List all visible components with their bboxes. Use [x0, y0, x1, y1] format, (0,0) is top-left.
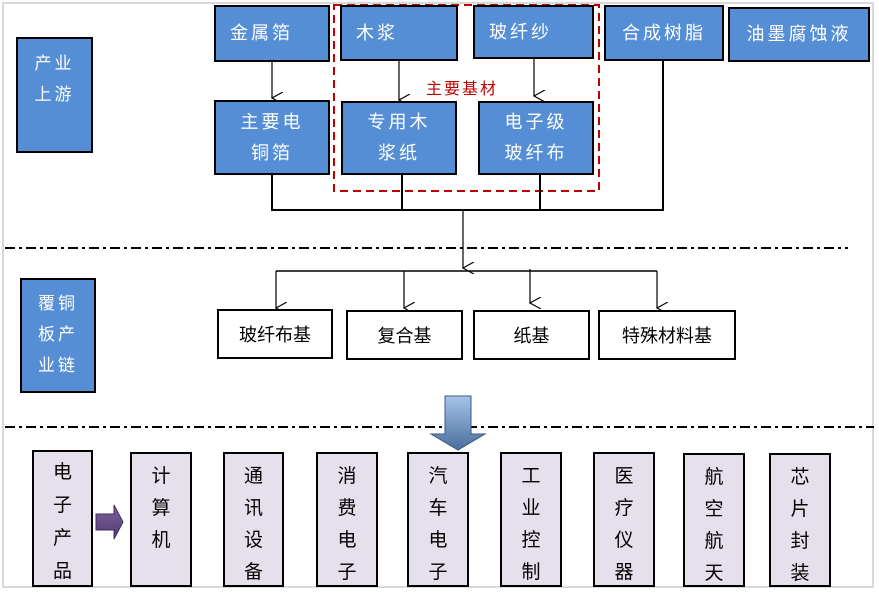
section-label-upstream: 产业上游	[16, 37, 93, 153]
node-glass-cloth-base: 玻纤布基	[217, 309, 333, 359]
node-wood-pulp: 木浆	[340, 5, 458, 61]
node-computer: 计算机	[130, 452, 192, 587]
node-automotive-electronics: 汽车电子	[407, 452, 469, 587]
node-communication: 通讯设备	[223, 452, 284, 587]
node-composite-base: 复合基	[346, 310, 463, 360]
down-arrow-icon	[429, 395, 487, 451]
node-electronic-products: 电子产品	[32, 450, 93, 587]
node-industrial-control: 工业控制	[500, 452, 562, 587]
main-substrate-highlight	[333, 4, 600, 192]
merge-bus	[271, 58, 664, 211]
node-ink-etchant: 油墨腐蚀液	[728, 7, 870, 62]
node-copper-foil: 主要电铜箔	[214, 100, 330, 175]
node-glass-yarn: 玻纤纱	[473, 5, 594, 59]
right-arrow-icon	[95, 504, 124, 540]
node-glass-cloth: 电子级玻纤布	[478, 101, 594, 175]
node-wood-pulp-paper: 专用木浆纸	[341, 101, 457, 175]
node-consumer-electronics: 消费电子	[316, 452, 378, 587]
diagram-frame	[2, 2, 874, 588]
node-chip-packaging: 芯片封装	[769, 453, 831, 587]
node-aerospace: 航空航天	[683, 453, 745, 587]
section-label-ccl: 覆铜板产业链	[20, 278, 96, 393]
node-special-material-base: 特殊材料基	[598, 310, 736, 360]
node-medical-instruments: 医疗仪器	[593, 452, 655, 587]
node-synthetic-resin: 合成树脂	[604, 5, 724, 61]
node-paper-base: 纸基	[473, 310, 590, 360]
main-substrate-label: 主要基材	[426, 79, 499, 98]
node-metal-foil: 金属箔	[214, 5, 330, 62]
